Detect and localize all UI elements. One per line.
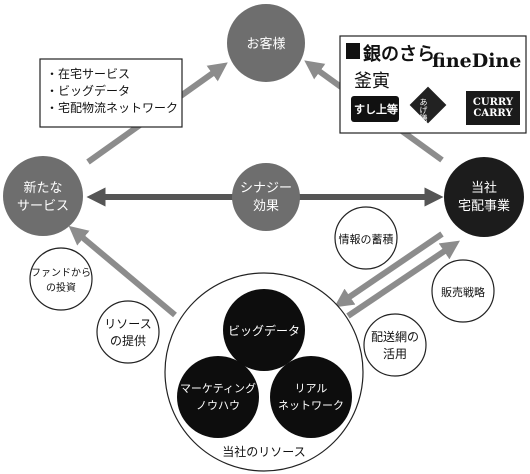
service-item-network: ・宅配物流ネットワーク — [46, 101, 179, 115]
brand-logo-finedine: fineDine — [432, 50, 522, 72]
synergy-node — [232, 163, 300, 231]
delivery-label-2: 宅配事業 — [458, 198, 510, 214]
brand-logo-curry-bg — [466, 91, 520, 125]
brand-logo-curry-carry: CURRY CARRY — [472, 97, 514, 119]
bubble-resource-text-1: リソース — [104, 317, 151, 331]
resources-label: 当社のリソース — [222, 444, 305, 459]
resource-real-node — [270, 356, 352, 438]
resource-real-label-2: ネットワーク — [278, 399, 344, 412]
customer-node — [227, 4, 305, 82]
synergy-label-1: シナジー — [240, 181, 292, 196]
bubble-fund-text-2: の投資 — [46, 281, 76, 294]
delivery-node — [444, 157, 524, 237]
delivery-label-1: 当社 — [471, 180, 497, 196]
resource-marketing-label-1: マーケティング — [180, 381, 256, 395]
bubble-resource — [96, 300, 160, 364]
bubble-info-text: 情報の蓄積 — [339, 232, 394, 246]
arrow-delivery-to-resources — [334, 231, 444, 308]
brand-logo-gin-no-sara: 銀のさら — [363, 44, 435, 65]
arrow-resources-to-newservice — [68, 225, 177, 318]
bubble-resource-text-2: の提供 — [110, 333, 146, 348]
bubble-info — [334, 206, 398, 270]
bubble-fund-text-1: ファンドから — [31, 267, 91, 279]
synergy-label-2: 効果 — [253, 199, 279, 214]
resource-marketing-label-2: ノウハウ — [196, 399, 240, 412]
bubble-sales-text: 販売戦略 — [441, 285, 485, 299]
brand-logo-kamatora: 釜寅 — [354, 71, 390, 92]
new-service-label-1: 新たな — [23, 180, 62, 196]
brand-logo-gin-badge — [346, 43, 360, 59]
bubble-fund — [29, 247, 93, 311]
brand-logo-sushi-bg — [351, 96, 399, 122]
bubble-logistics-text-1: 配送網の — [371, 329, 419, 344]
brand-logo-agezen: あげ膳 — [419, 98, 428, 122]
service-item-bigdata: ・ビッグデータ — [46, 84, 131, 98]
resource-bigdata-node — [223, 289, 305, 371]
new-service-label-2: サービス — [17, 199, 69, 214]
bubble-sales — [431, 259, 495, 323]
customer-label: お客様 — [246, 36, 285, 52]
bubble-logistics-text-2: 活用 — [383, 347, 407, 361]
bubble-logistics — [363, 313, 427, 377]
arrow-resources-to-delivery — [346, 240, 460, 319]
resource-real-label-1: リアル — [295, 382, 328, 395]
new-service-node — [3, 156, 83, 236]
service-box — [39, 58, 183, 128]
brand-logo-agezen-diamond — [409, 86, 447, 124]
resource-bigdata-label: ビッグデータ — [228, 323, 300, 338]
resource-marketing-node — [177, 356, 259, 438]
service-box-list: ・在宅サービス ・ビッグデータ ・宅配物流ネットワーク — [46, 66, 178, 117]
service-item-home: ・在宅サービス — [46, 67, 131, 81]
brand-logo-sushi-joto: すし上等! — [354, 103, 403, 116]
